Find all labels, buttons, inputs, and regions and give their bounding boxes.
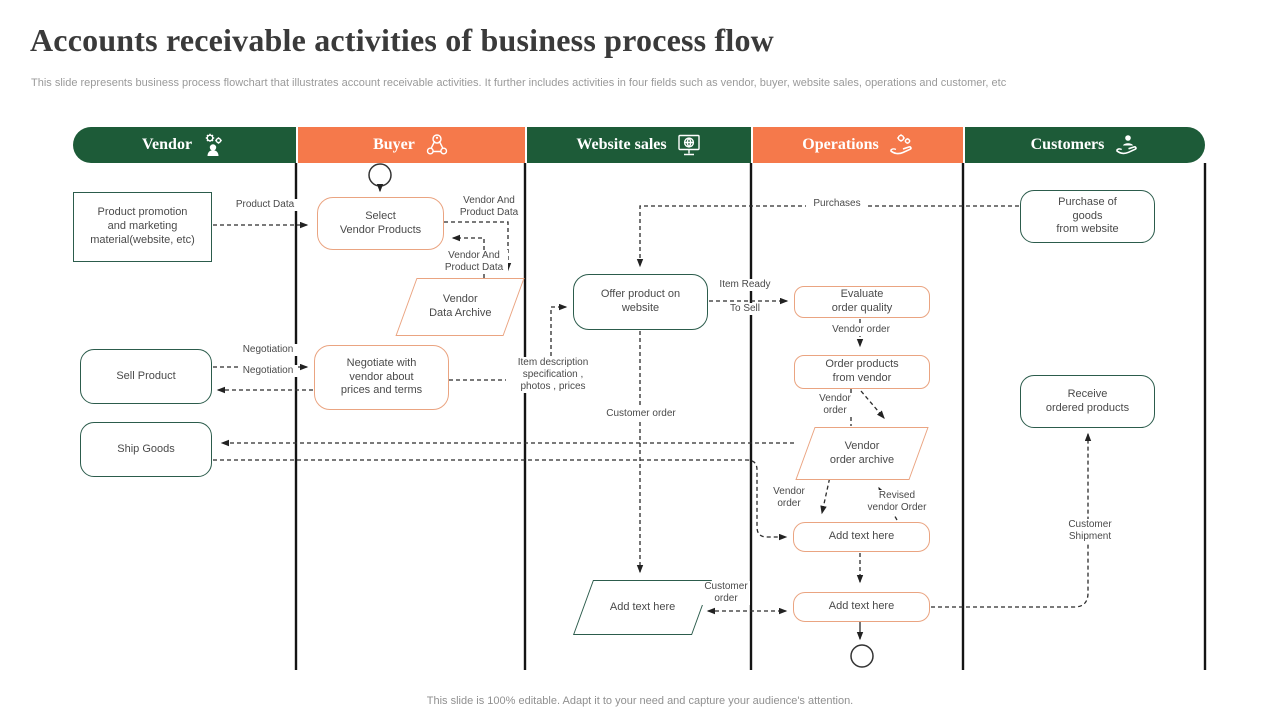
lane-header-website-sales: Website sales	[527, 127, 751, 163]
hand-gears-icon	[889, 134, 912, 155]
lane-label-operations: Operations	[802, 136, 879, 153]
node-select-vendor-products: Select Vendor Products	[317, 197, 444, 250]
start-circle	[368, 163, 392, 187]
node-ops-add-text-2: Add text here	[793, 592, 930, 622]
node-sell-product: Sell Product	[80, 349, 212, 404]
lane-divider-lines	[294, 163, 1207, 670]
edge-label-to-sell: To Sell	[722, 303, 768, 315]
node-ship-goods: Ship Goods	[80, 422, 212, 477]
solid-arrows	[376, 183, 864, 641]
edge-label-negotiation-top: Negotiation	[238, 344, 298, 356]
buyer-network-icon	[426, 134, 448, 155]
end-circle	[850, 644, 874, 668]
lane-label-website-sales: Website sales	[576, 136, 667, 153]
node-evaluate-order-quality: Evaluate order quality	[794, 286, 930, 318]
lane-header-vendor: Vendor	[73, 127, 296, 163]
node-product-promotion: Product promotion and marketing material…	[73, 192, 212, 262]
edge-label-customer-shipment: Customer Shipment	[1058, 519, 1122, 543]
edge-label-negotiation-bottom: Negotiation	[238, 365, 298, 377]
edge-label-purchases: Purchases	[806, 198, 868, 210]
node-negotiate-with-vendor: Negotiate with vendor about prices and t…	[314, 345, 449, 410]
edge-label-vendor-order-1: Vendor order	[818, 324, 904, 336]
lane-header-buyer: Buyer	[298, 127, 525, 163]
node-ops-add-text-1: Add text here	[793, 522, 930, 552]
lane-header-operations: Operations	[753, 127, 963, 163]
node-purchase-goods: Purchase of goods from website	[1020, 190, 1155, 243]
lane-label-vendor: Vendor	[141, 136, 193, 153]
node-offer-product-website: Offer product on website	[573, 274, 708, 330]
node-website-add-text: Add text here	[572, 580, 713, 635]
slide-footer: This slide is 100% editable. Adapt it to…	[426, 695, 854, 707]
lane-header-customers: Customers	[965, 127, 1205, 163]
edge-label-vendor-product-data-top: Vendor And Product Data	[455, 195, 523, 219]
edge-label-customer-order-mid: Customer order	[600, 408, 682, 420]
dashed-connectors	[213, 205, 1092, 615]
edge-label-product-data: Product Data	[232, 199, 298, 211]
page-title: Accounts receivable activities of busine…	[30, 22, 774, 58]
node-receive-products: Receive ordered products	[1020, 375, 1155, 428]
node-order-products-vendor: Order products from vendor	[794, 355, 930, 389]
lane-label-buyer: Buyer	[373, 136, 415, 153]
node-vendor-data-archive: Vendor Data Archive	[395, 278, 525, 336]
monitor-globe-icon	[677, 134, 700, 156]
edge-label-vendor-product-data-bottom: Vendor And Product Data	[440, 250, 508, 274]
edge-label-item-ready: Item Ready	[714, 279, 776, 291]
slide-subtitle: This slide represents business process f…	[31, 77, 1007, 89]
edge-label-customer-order-bottom: Customer order	[702, 581, 750, 605]
lane-label-customers: Customers	[1030, 136, 1105, 153]
edge-label-vendor-order-2: Vendor order	[812, 393, 858, 417]
edge-label-revised-vendor-order: Revised vendor Order	[860, 490, 934, 514]
edge-label-vendor-order-3: Vendor order	[766, 486, 812, 510]
node-vendor-order-archive: Vendor order archive	[795, 427, 929, 480]
edge-label-item-description: Item description specification , photos …	[506, 357, 600, 393]
vendor-gears-icon	[205, 133, 222, 156]
hand-person-icon	[1116, 135, 1138, 155]
